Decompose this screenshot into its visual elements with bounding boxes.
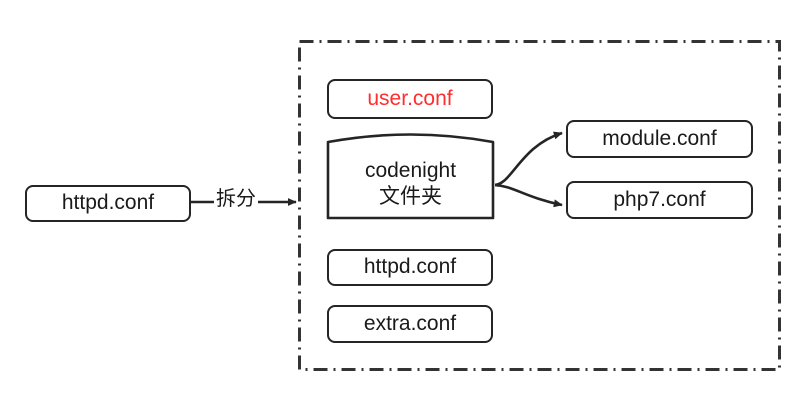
node-label: module.conf xyxy=(602,126,717,150)
edge-folder-to-module xyxy=(493,131,563,187)
node-php7-conf[interactable]: php7.conf xyxy=(566,181,753,219)
node-label: httpd.conf xyxy=(363,255,457,279)
node-codenight-folder[interactable]: codenight 文件夹 xyxy=(326,131,495,220)
edge-folder-to-php7 xyxy=(493,183,563,208)
node-label: extra.conf xyxy=(363,311,457,335)
node-httpd-conf-inner[interactable]: httpd.conf xyxy=(327,249,493,286)
node-httpd-conf-source[interactable]: httpd.conf xyxy=(25,185,191,222)
edge-label-split: 拆分 xyxy=(214,187,258,211)
node-label: httpd.conf xyxy=(61,191,155,215)
node-user-conf[interactable]: user.conf xyxy=(327,79,493,119)
node-label: user.conf xyxy=(367,86,453,110)
node-module-conf[interactable]: module.conf xyxy=(566,120,753,158)
node-label: codenight 文件夹 xyxy=(364,158,457,208)
node-label: php7.conf xyxy=(613,187,706,211)
folder-outline-path xyxy=(326,133,495,220)
folder-shape-icon xyxy=(326,133,495,220)
node-extra-conf[interactable]: extra.conf xyxy=(327,305,493,343)
